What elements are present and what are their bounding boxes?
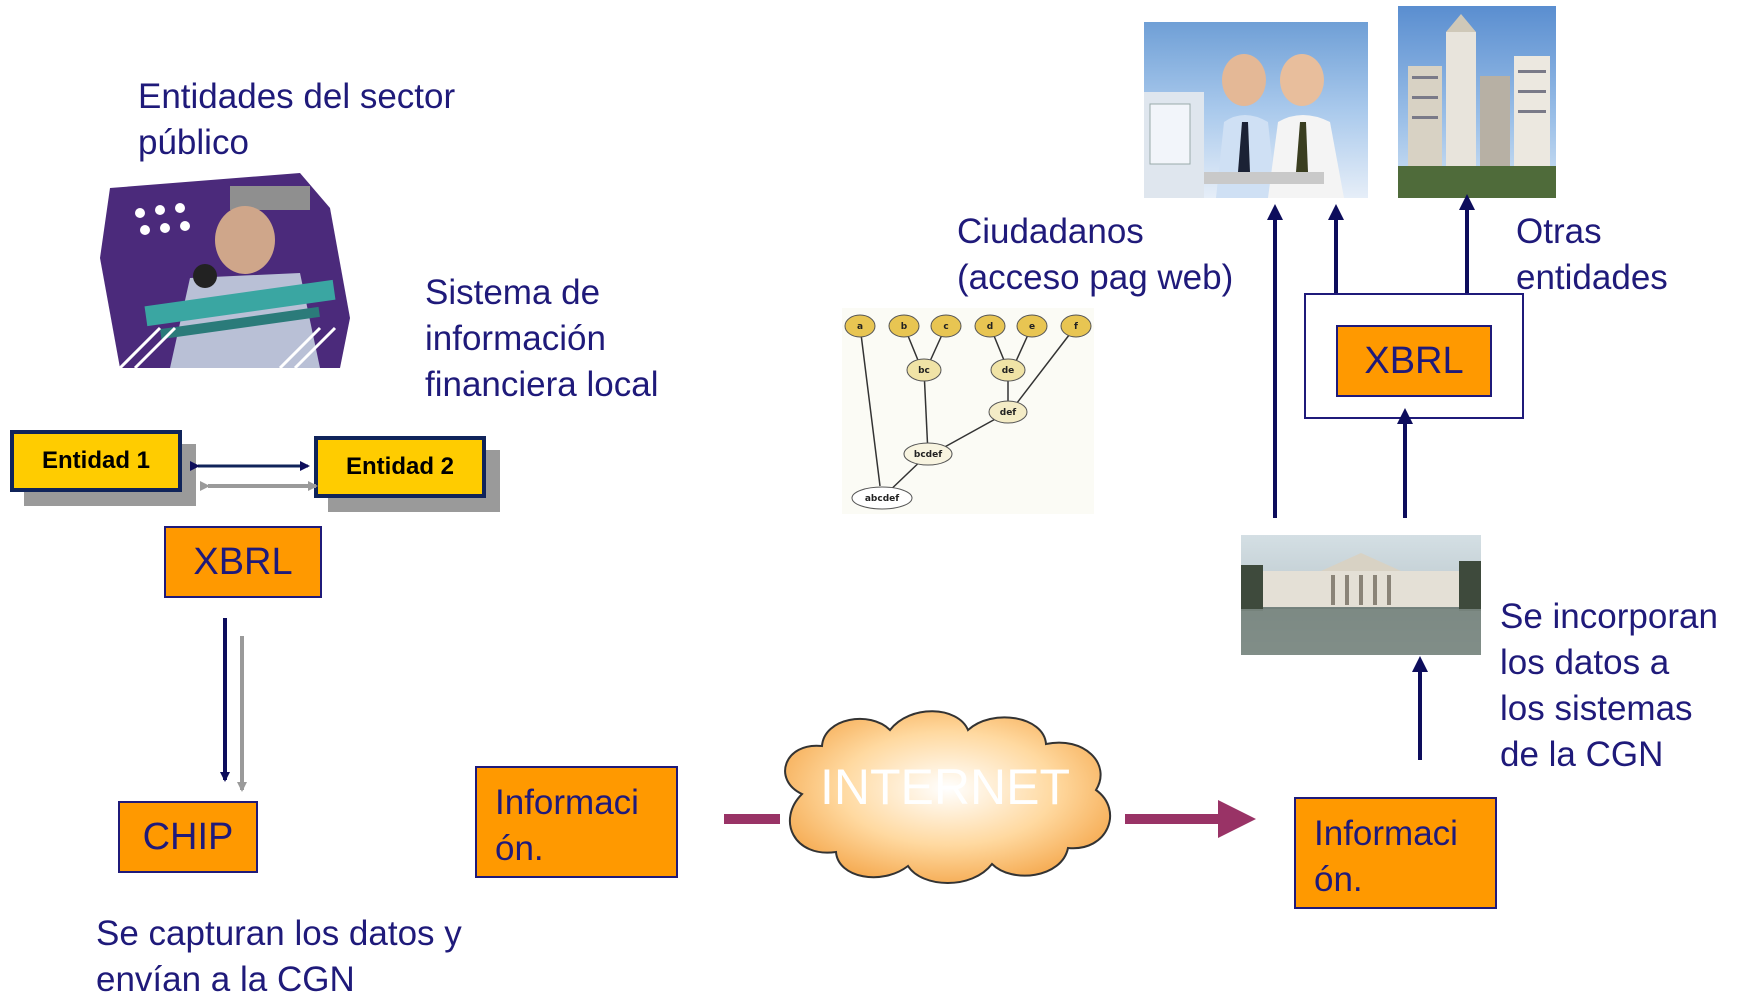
- entity-1-label: Entidad 1: [41, 447, 150, 474]
- tree-node-bc: bc: [918, 366, 930, 376]
- xbrl-label-right: XBRL: [1364, 339, 1464, 382]
- xbrl-to-chip-arrows: [220, 618, 247, 792]
- other-entities-label: Otras entidades: [1516, 212, 1668, 297]
- entity-2-box: Entidad 2: [314, 436, 486, 498]
- tree-node-d: d: [987, 322, 993, 332]
- public-sector-title: Entidades del sector público: [138, 77, 456, 162]
- incorporate-description: Se incorporan los datos a los sistemas d…: [1500, 597, 1718, 774]
- chip-label: CHIP: [142, 815, 234, 858]
- xbrl-label-left: XBRL: [193, 540, 293, 583]
- info-box-right: Informaci ón.: [1294, 797, 1497, 909]
- tree-diagram: a b c d e f bc de def bcdef abcdef: [842, 308, 1094, 514]
- tree-node-a: a: [857, 322, 863, 332]
- internet-label: INTERNET: [820, 759, 1070, 815]
- chip-box: CHIP: [118, 801, 258, 873]
- entity-2-label: Entidad 2: [345, 453, 454, 480]
- tree-node-def: def: [1000, 408, 1017, 418]
- citizens-photo: [1144, 22, 1368, 198]
- tree-node-bcdef: bcdef: [914, 450, 942, 460]
- xbrl-box-left: XBRL: [164, 526, 322, 598]
- info-box-left: Informaci ón.: [475, 766, 678, 878]
- tree-node-de: de: [1002, 366, 1015, 376]
- capture-description: Se capturan los datos y envían a la CGN: [96, 914, 462, 999]
- xbrl-box-right: XBRL: [1336, 325, 1492, 397]
- local-system-label: Sistema de información financiera local: [425, 273, 659, 404]
- city-buildings-photo: [1398, 6, 1556, 198]
- tree-node-f: f: [1074, 322, 1078, 332]
- cgn-building-photo: [1241, 535, 1481, 655]
- entity-1-box: Entidad 1: [10, 430, 182, 492]
- entity-link-arrows: [190, 461, 318, 491]
- tree-node-e: e: [1029, 322, 1035, 332]
- internet-flow-arrow: [724, 800, 1256, 838]
- tree-node-c: c: [943, 322, 948, 332]
- tree-node-abcdef: abcdef: [865, 494, 899, 504]
- citizens-label: Ciudadanos (acceso pag web): [957, 212, 1234, 297]
- upward-arrowheads: [1267, 194, 1475, 672]
- tree-node-b: b: [901, 322, 908, 332]
- operator-clipart: [100, 168, 356, 378]
- internet-cloud: INTERNET: [762, 702, 1132, 890]
- upward-arrows: [1273, 208, 1469, 760]
